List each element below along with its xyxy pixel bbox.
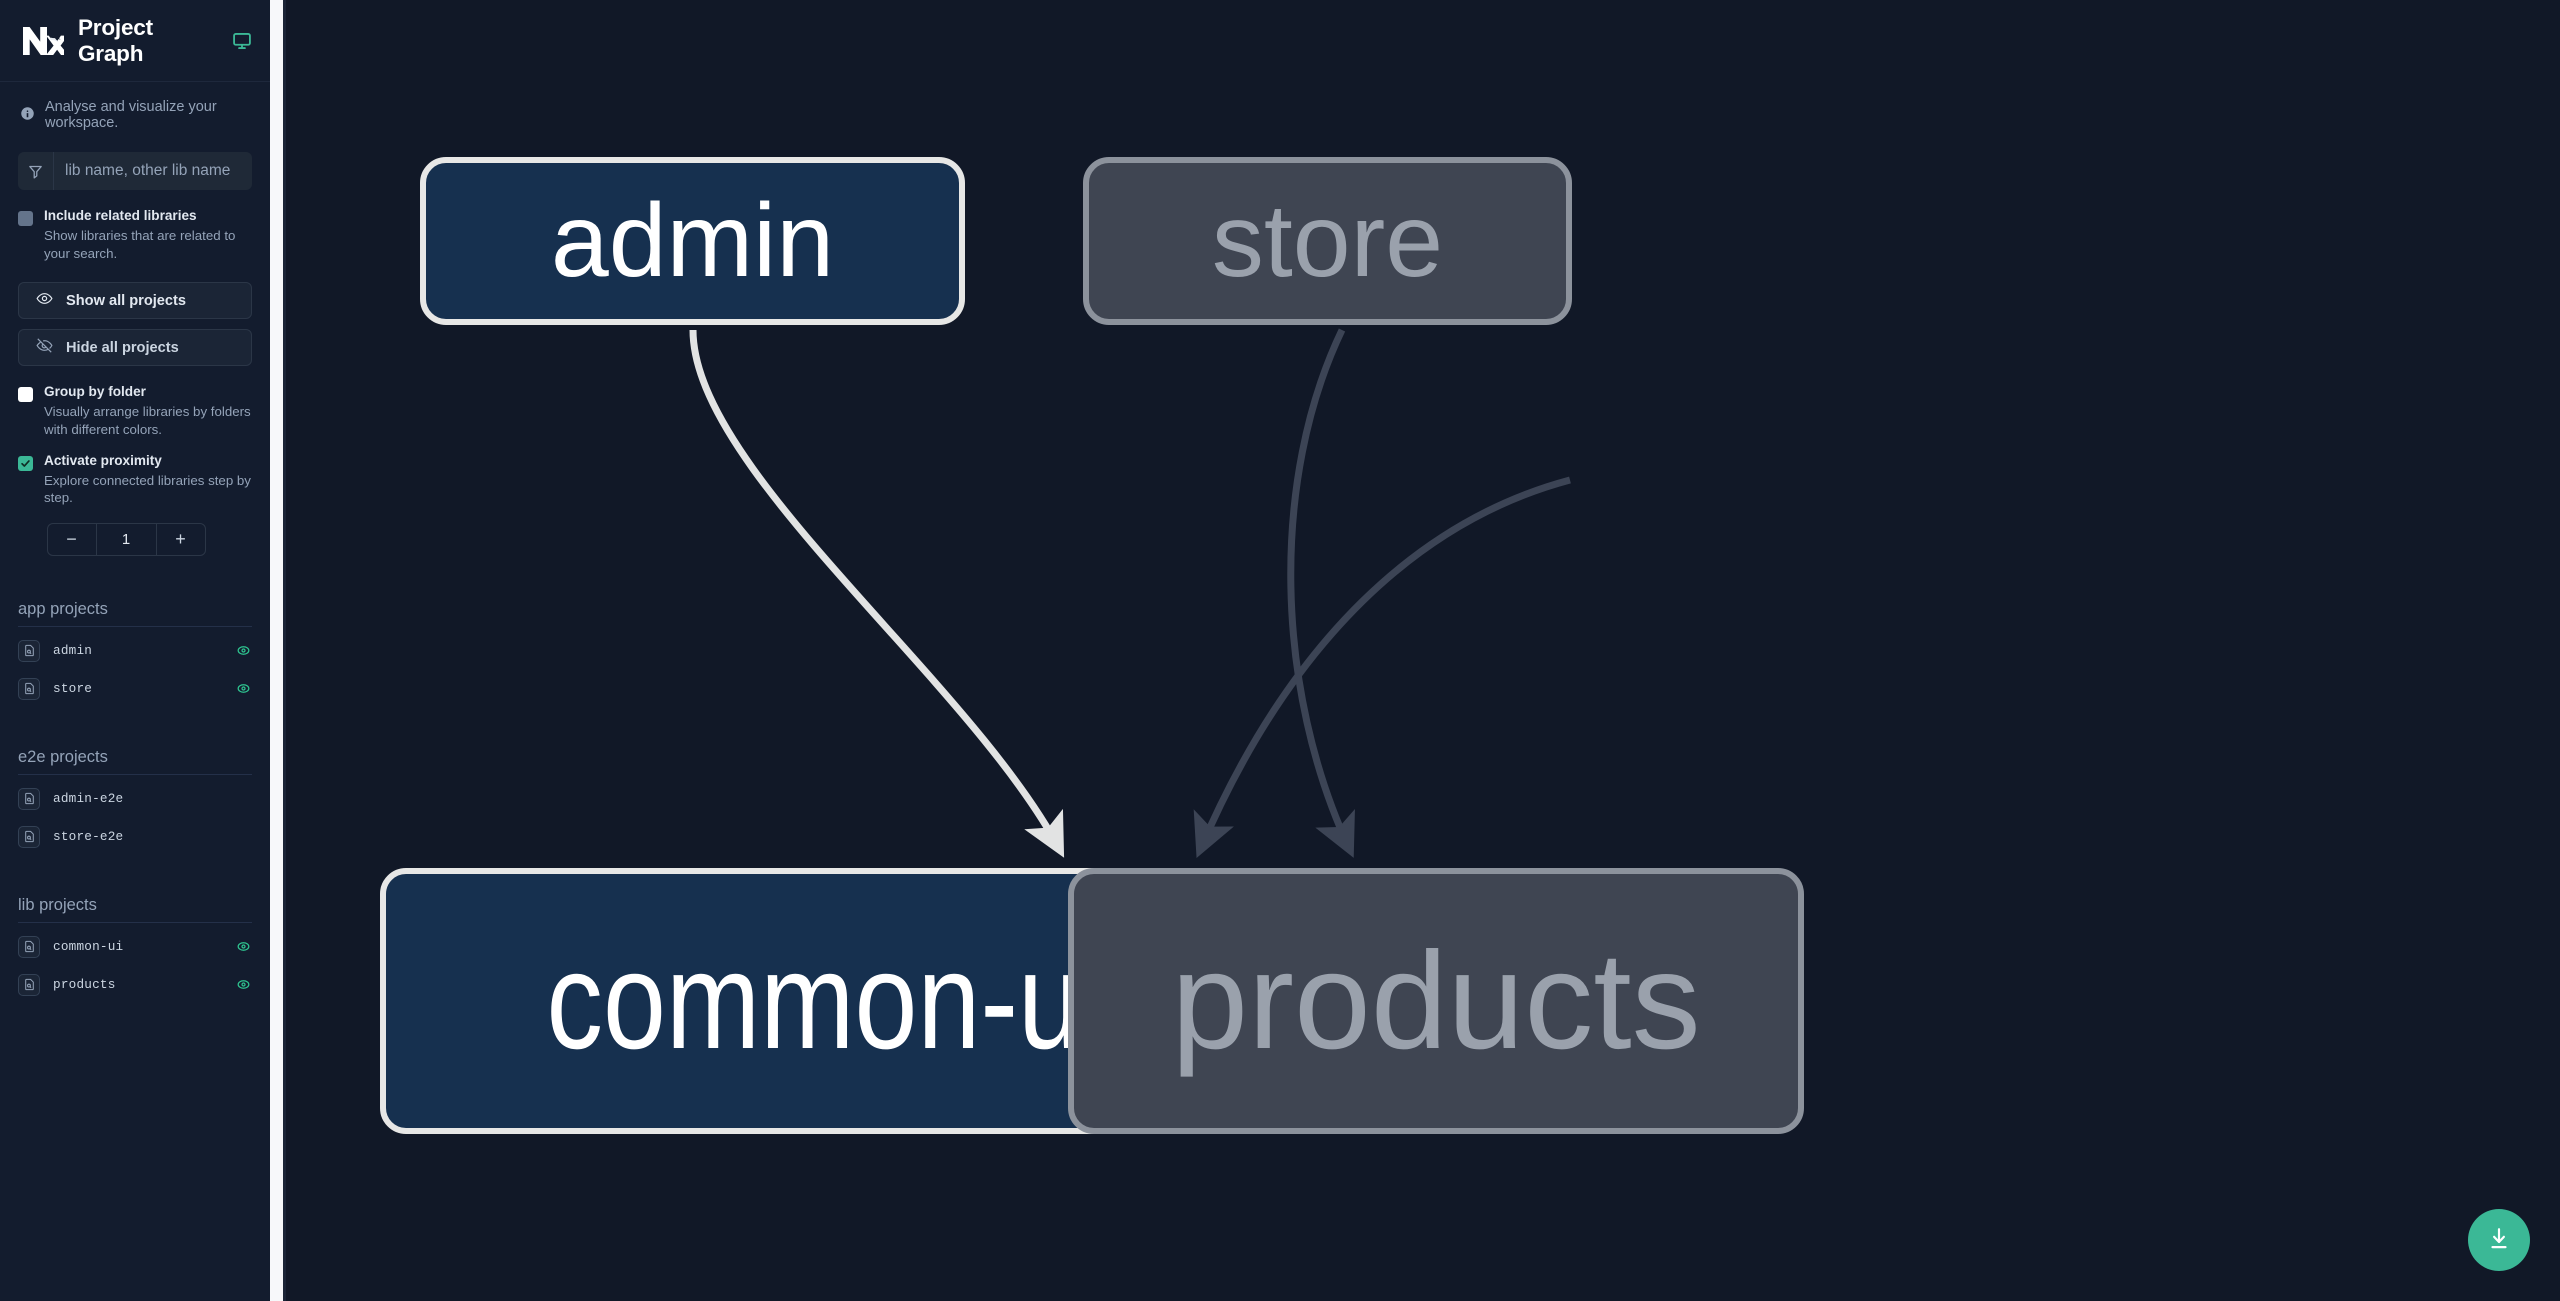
project-name: store — [53, 681, 93, 697]
download-graph-button[interactable] — [2468, 1209, 2530, 1271]
graph-node-products[interactable]: products — [1068, 868, 1804, 1134]
group-heading-e2e-projects: e2e projects — [18, 748, 252, 775]
option-description: Visually arrange libraries by folders wi… — [44, 404, 251, 437]
list-item[interactable]: store-e2e — [18, 818, 252, 856]
include-related-libraries-checkbox[interactable] — [18, 211, 33, 226]
list-item[interactable]: store — [18, 670, 252, 708]
eye-icon-placeholder[interactable] — [234, 828, 252, 846]
project-name: common-ui — [53, 939, 124, 955]
option-title: Activate proximity — [44, 452, 162, 468]
tagline: Analyse and visualize your workspace. — [0, 82, 270, 131]
monitor-icon[interactable] — [232, 31, 252, 51]
option-activate-proximity[interactable]: Activate proximity Explore connected lib… — [0, 439, 270, 507]
show-all-projects-label: Show all projects — [66, 292, 187, 309]
group-heading-lib-projects: lib projects — [18, 896, 252, 923]
option-title: Include related libraries — [44, 208, 197, 223]
group-heading-app-projects: app projects — [18, 600, 252, 627]
eye-icon[interactable] — [234, 680, 252, 698]
check-icon — [21, 459, 30, 467]
edge-store-to-common-ui-curve[interactable] — [1193, 476, 1571, 859]
graph-canvas[interactable]: admin store common-ui products — [270, 0, 2560, 1301]
option-description: Explore connected libraries step by step… — [44, 472, 251, 506]
sidebar: Project Graph Analyse and visualize your… — [0, 0, 270, 1301]
graph-node-label: products — [1171, 924, 1701, 1078]
graph-edges — [689, 328, 1571, 859]
eye-icon[interactable] — [234, 938, 252, 956]
project-name: store-e2e — [53, 829, 124, 845]
project-list-app: admin store — [0, 627, 270, 708]
project-file-icon — [18, 935, 40, 958]
option-title: Group by folder — [44, 384, 146, 400]
show-all-projects-button[interactable]: Show all projects — [18, 282, 252, 320]
project-file-icon — [18, 787, 40, 810]
project-list-e2e: admin-e2e store-e2e — [0, 775, 270, 856]
activate-proximity-checkbox[interactable] — [18, 455, 33, 471]
list-item[interactable]: common-ui — [18, 928, 252, 966]
option-group-by-folder[interactable]: Group by folder Visually arrange librari… — [0, 366, 270, 438]
graph-node-label: store — [1211, 183, 1444, 299]
project-name: admin-e2e — [53, 791, 124, 807]
proximity-value: 1 — [121, 530, 131, 548]
edge-store-to-products[interactable] — [1287, 328, 1355, 858]
project-list-lib: common-ui products — [0, 923, 270, 1004]
edge-admin-to-common-ui[interactable] — [689, 329, 1065, 858]
info-icon — [20, 106, 36, 125]
page-title: Project Graph — [78, 14, 153, 66]
search-box[interactable] — [18, 152, 252, 190]
list-item[interactable]: admin-e2e — [18, 780, 252, 818]
graph-node-label: common-ui — [546, 924, 1107, 1078]
eye-icon-placeholder[interactable] — [234, 790, 252, 808]
tagline-text: Analyse and visualize your workspace. — [45, 99, 217, 131]
sidebar-divider — [283, 0, 286, 1301]
list-item[interactable]: products — [18, 966, 252, 1004]
eye-icon[interactable] — [234, 976, 252, 994]
project-name: products — [53, 977, 116, 993]
project-file-icon — [18, 639, 40, 662]
project-file-icon — [18, 825, 40, 848]
search-input[interactable] — [54, 152, 252, 190]
eye-icon[interactable] — [234, 642, 252, 660]
sidebar-header: Project Graph — [0, 0, 270, 82]
hide-all-projects-button[interactable]: Hide all projects — [18, 329, 252, 367]
download-icon — [2486, 1226, 2512, 1255]
eye-icon — [36, 290, 53, 312]
list-item[interactable]: admin — [18, 632, 252, 670]
proximity-decrement-button[interactable]: − — [48, 523, 97, 555]
graph-node-admin[interactable]: admin — [420, 157, 965, 325]
project-file-icon — [18, 677, 40, 700]
option-description: Show libraries that are related to your … — [44, 227, 236, 261]
hide-all-projects-label: Hide all projects — [66, 339, 179, 356]
visibility-buttons: Show all projects Hide all projects — [0, 262, 270, 367]
proximity-stepper: − 1 + — [0, 522, 252, 556]
option-include-related-libraries[interactable]: Include related libraries Show libraries… — [0, 190, 270, 262]
nx-logo-icon — [18, 21, 64, 61]
graph-node-store[interactable]: store — [1083, 157, 1572, 325]
group-by-folder-checkbox[interactable] — [18, 387, 33, 403]
project-name: admin — [53, 643, 93, 659]
sidebar-scrollbar[interactable] — [270, 0, 283, 1301]
proximity-increment-button[interactable]: + — [155, 523, 205, 555]
search-section — [0, 131, 270, 190]
filter-icon[interactable] — [18, 152, 54, 190]
graph-node-label: admin — [550, 183, 835, 299]
eye-off-icon — [36, 337, 53, 359]
project-file-icon — [18, 973, 40, 996]
